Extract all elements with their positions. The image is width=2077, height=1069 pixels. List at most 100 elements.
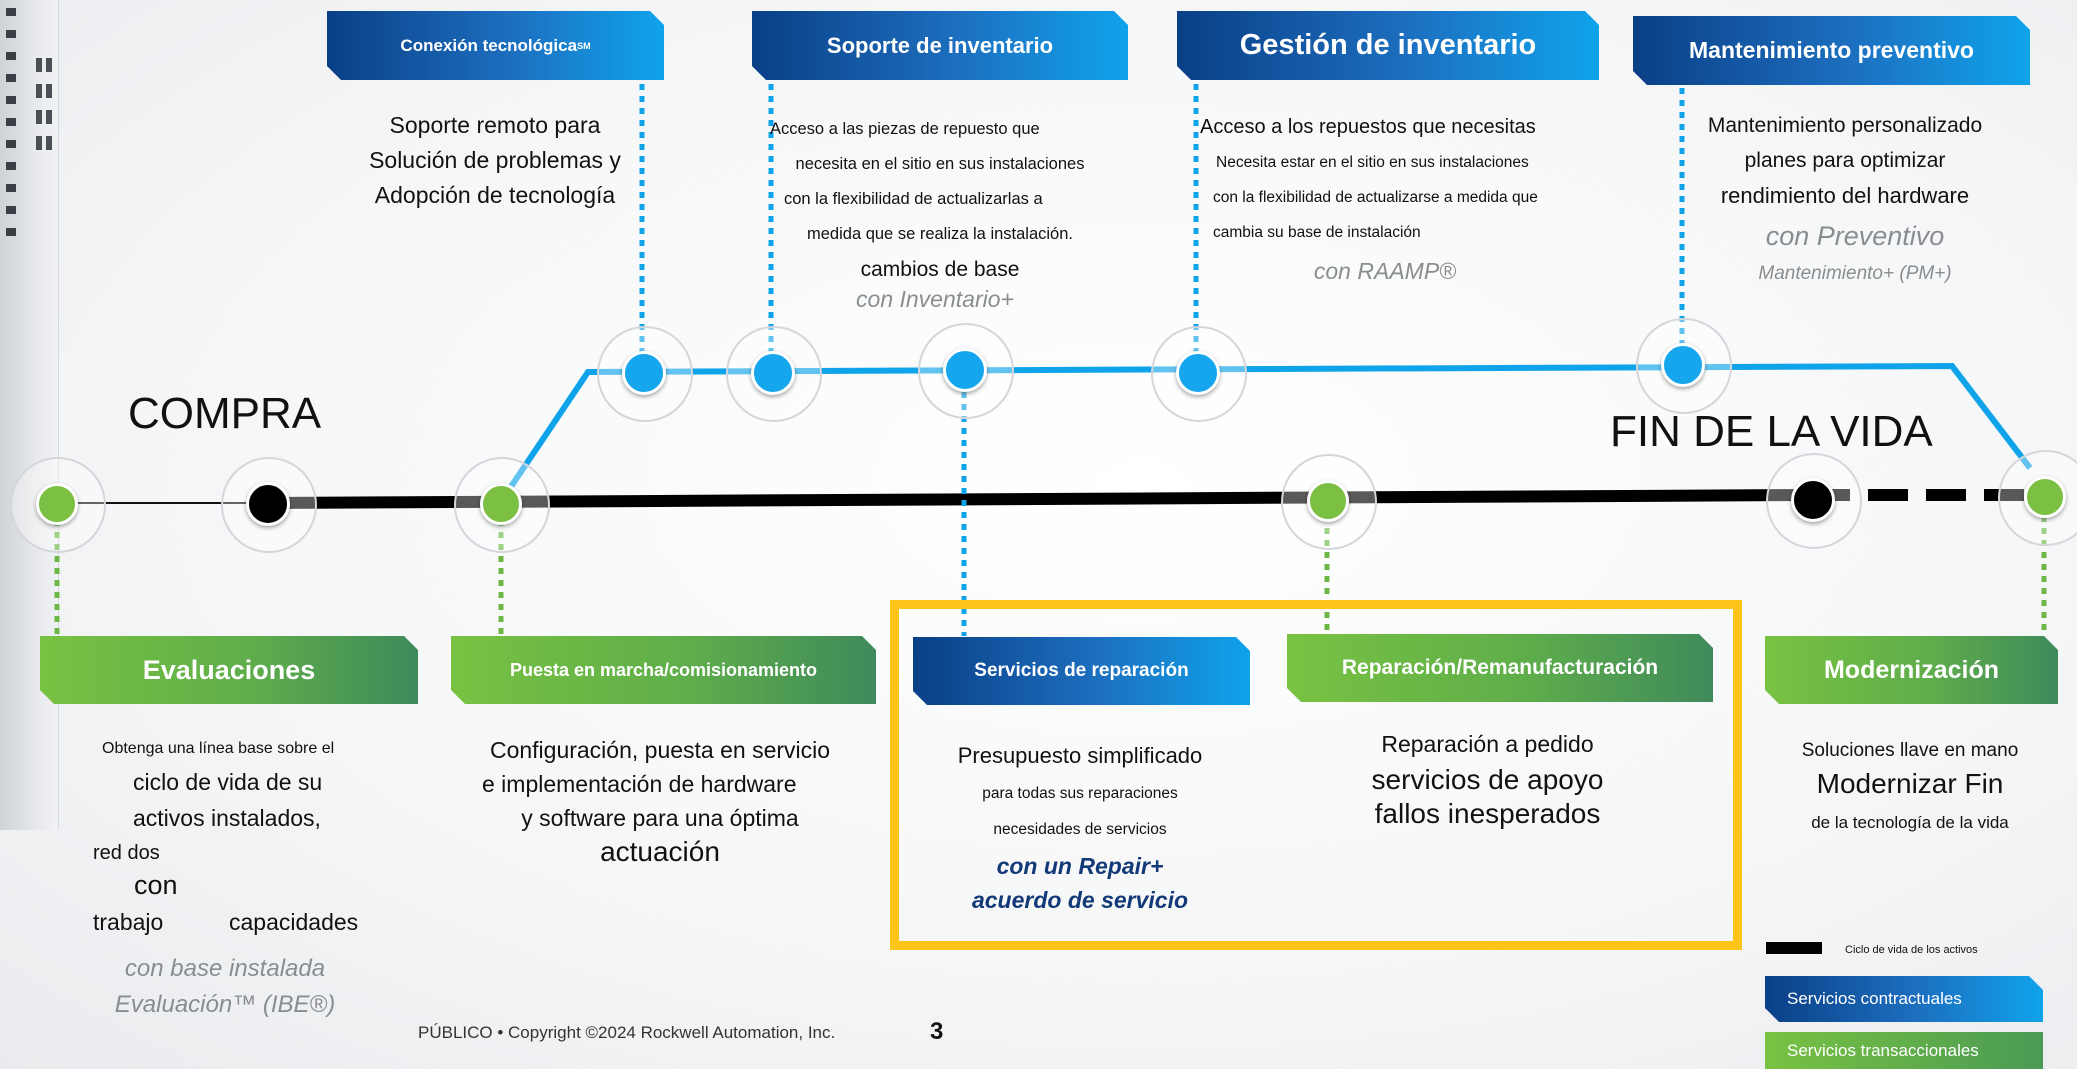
repair-services-line: necesidades de servicios: [993, 821, 1167, 838]
node-ring: [454, 457, 550, 553]
repair-services-line: Presupuesto simplificado: [957, 743, 1203, 768]
inv-support-line: con la flexibilidad de actualizarlas a: [784, 190, 1043, 208]
device-vent: [36, 58, 42, 72]
device-slot: [6, 162, 16, 170]
node-purchase: [246, 482, 290, 526]
device-slot: [6, 206, 16, 214]
preventive-desc: Mantenimiento personalizado planes para …: [1680, 108, 2010, 213]
inv-mgmt-line: con la flexibilidad de actualizarse a me…: [1213, 189, 1538, 206]
device-slot: [6, 118, 16, 126]
node-end-of-life: [1791, 478, 1835, 522]
tech-line: Solución de problemas y: [369, 147, 621, 173]
device-slot: [6, 228, 16, 236]
device-vent: [36, 136, 42, 150]
inv-support-line: cambios de base: [860, 258, 1020, 281]
header-eval: Evaluaciones: [40, 636, 418, 704]
inv-mgmt-line: cambia su base de instalación: [1213, 224, 1421, 241]
page-number: 3: [930, 1018, 944, 1045]
device-slot: [6, 140, 16, 148]
repair-services-program-2: acuerdo de servicio: [971, 887, 1189, 913]
node-ring: [10, 457, 106, 553]
eval-program-1: con base instalada: [124, 955, 326, 982]
modern-line: Modernizar Fin: [1816, 768, 2004, 799]
node-reman: [1307, 480, 1349, 522]
repair-highlight-box: [890, 600, 1742, 950]
node-repair-services: [943, 348, 987, 392]
inv-support-desc: Acceso a las piezas de repuesto que nece…: [770, 112, 1110, 287]
header-inv-support: Soporte de inventario: [752, 11, 1128, 80]
startup-line: e implementación de hardware: [482, 771, 797, 797]
device-vent: [46, 84, 52, 98]
eval-line: trabajo: [93, 909, 164, 935]
preventive-program-1: con Preventivo: [1765, 221, 1945, 251]
device-slot: [6, 96, 16, 104]
eval-line: Obtenga una línea base sobre el: [102, 740, 335, 757]
header-inv-mgmt: Gestión de inventario: [1177, 11, 1599, 80]
node-inv-mgmt: [1176, 351, 1220, 395]
device-slot: [6, 184, 16, 192]
modern-line: Soluciones llave en mano: [1801, 740, 2019, 761]
tech-line: Adopción de tecnología: [374, 182, 616, 208]
reman-line: fallos inesperados: [1374, 798, 1601, 829]
tech-desc: Soporte remoto para Solución de problema…: [340, 108, 650, 213]
node-preventive: [1661, 343, 1705, 387]
preventive-line: Mantenimiento personalizado: [1707, 114, 1983, 137]
node-inv-support: [751, 351, 795, 395]
node-startup: [480, 483, 522, 525]
repair-services-line: para todas sus reparaciones: [982, 785, 1178, 802]
tech-title: Conexión tecnológica: [400, 35, 578, 55]
device-slot: [6, 8, 16, 16]
header-preventive: Mantenimiento preventivo: [1633, 16, 2030, 85]
eval-line: red dos: [93, 842, 160, 864]
startup-desc: Configuración, puesta en servicio e impl…: [470, 733, 850, 869]
legend-transaction: Servicios transaccionales: [1765, 1032, 2043, 1069]
startup-line: actuación: [600, 836, 720, 867]
eval-line: con: [134, 870, 178, 900]
legend-contract: Servicios contractuales: [1765, 976, 2043, 1022]
tech-title-sup: SM: [577, 40, 591, 51]
device-image: [0, 0, 59, 830]
inv-mgmt-program: con RAAMP®: [1313, 258, 1457, 284]
eval-line: activos instalados,: [133, 805, 321, 831]
device-vent: [46, 136, 52, 150]
inv-support-program: con Inventario+: [856, 286, 1014, 312]
legend-lifecycle-label: Ciclo de vida de los activos: [1845, 944, 1978, 956]
preventive-line: rendimiento del hardware: [1720, 183, 1970, 208]
node-modern: [2024, 476, 2066, 518]
device-slot: [6, 30, 16, 38]
purchase-label: COMPRA: [128, 389, 322, 438]
eval-line: capacidades: [229, 909, 359, 935]
inv-mgmt-line: Necesita estar en el sitio en sus instal…: [1216, 154, 1529, 171]
device-vent: [46, 110, 52, 124]
preventive-program-2: Mantenimiento+ (PM+): [1758, 263, 1952, 284]
tech-line: Soporte remoto para: [389, 112, 601, 138]
device-vent: [36, 84, 42, 98]
device-vent: [36, 110, 42, 124]
header-startup: Puesta en marcha/comisionamiento: [451, 636, 876, 704]
footer-copyright: PÚBLICO • Copyright ©2024 Rockwell Autom…: [418, 1023, 836, 1042]
node-eval: [36, 483, 78, 525]
header-modern: Modernización: [1765, 636, 2058, 704]
reman-line: Reparación a pedido: [1381, 731, 1594, 757]
device-slot: [6, 52, 16, 60]
legend-lifecycle-swatch: [1766, 942, 1822, 954]
header-reman: Reparación/Remanufacturación: [1287, 634, 1713, 702]
inv-support-line: Acceso a las piezas de repuesto que: [770, 120, 1040, 138]
inv-support-line: necesita en el sitio en sus instalacione…: [795, 155, 1085, 173]
device-vent: [46, 58, 52, 72]
inv-mgmt-desc: Acceso a los repuestos que necesitas Nec…: [1200, 110, 1580, 250]
eval-line: ciclo de vida de su: [133, 769, 323, 795]
startup-line: y software para una óptima: [521, 805, 799, 831]
modern-line: de la tecnología de la vida: [1811, 813, 2009, 832]
end-of-life-label: FIN DE LA VIDA: [1610, 407, 1933, 456]
startup-line: Configuración, puesta en servicio: [489, 737, 831, 763]
node-tech: [622, 351, 666, 395]
eval-program-2: Evaluación™ (IBE®): [114, 991, 336, 1018]
preventive-line: planes para optimizar: [1744, 149, 1946, 172]
inv-support-line: medida que se realiza la instalación.: [807, 225, 1073, 243]
repair-services-program-1: con un Repair+: [996, 853, 1164, 879]
device-slot: [6, 74, 16, 82]
header-repair-services: Servicios de reparación: [913, 637, 1250, 705]
inv-mgmt-line: Acceso a los repuestos que necesitas: [1200, 116, 1536, 138]
